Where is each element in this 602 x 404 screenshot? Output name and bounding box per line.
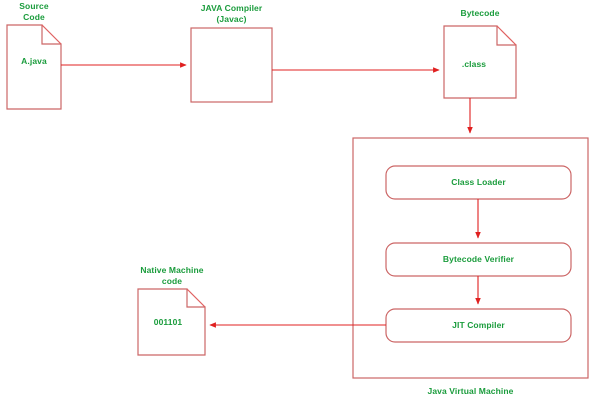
native-machine-code-caption: Native Machine code bbox=[140, 265, 204, 286]
source-code-fold-line bbox=[41, 24, 62, 45]
node-source-code bbox=[6, 24, 62, 110]
bytecode-verifier-label: Bytecode Verifier bbox=[442, 254, 515, 264]
bytecode-caption: Bytecode bbox=[460, 8, 500, 18]
node-native-machine-code bbox=[137, 288, 206, 356]
source-code-caption: Source Code bbox=[19, 1, 49, 22]
native-machine-code-inner-text: 001101 bbox=[153, 317, 183, 327]
bytecode-inner-text: .class bbox=[461, 59, 487, 69]
jit-compiler-label: JIT Compiler bbox=[452, 320, 505, 330]
java-compiler-caption: JAVA Compiler (Javac) bbox=[200, 3, 263, 24]
node-bytecode bbox=[443, 25, 517, 99]
class-loader-label: Class Loader bbox=[451, 177, 506, 187]
native-machine-code-fold-line bbox=[186, 288, 206, 308]
source-code-inner-text: A.java bbox=[21, 56, 47, 66]
bytecode-fold-line bbox=[496, 25, 517, 46]
jvm-container-label: Java Virtual Machine bbox=[427, 386, 514, 396]
java-compiler-box-shape bbox=[190, 27, 273, 103]
